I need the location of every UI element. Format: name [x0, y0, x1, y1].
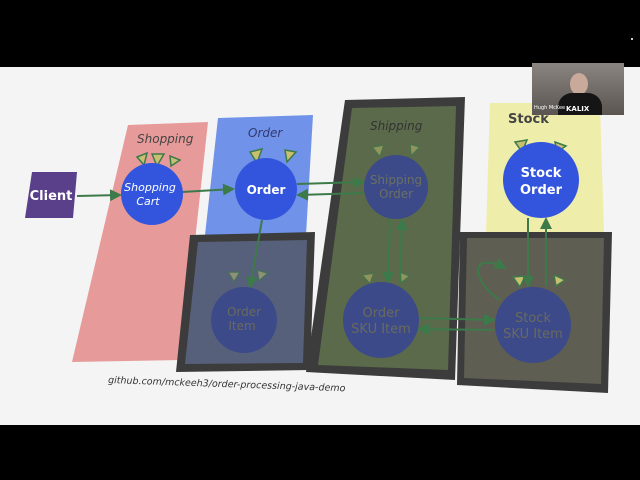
participant-video-thumbnail[interactable]: Hugh McKee KALIX [532, 63, 624, 115]
indicator-dot [631, 38, 633, 40]
order-label: Order [248, 126, 283, 140]
svg-text:Order: Order [247, 183, 286, 197]
client-node [25, 172, 77, 218]
architecture-diagram: Shopping Order Shipping Stock Client Sho… [25, 97, 612, 394]
svg-text:Shipping: Shipping [370, 173, 422, 187]
svg-text:Item: Item [228, 319, 255, 333]
entity-shopping-cart: Shopping Cart [121, 163, 183, 225]
entity-stock-order: Stock Order [503, 142, 579, 218]
svg-text:Stock: Stock [521, 166, 562, 181]
svg-text:Order: Order [227, 305, 261, 319]
svg-text:Cart: Cart [136, 195, 160, 208]
svg-text:Order: Order [363, 306, 401, 321]
svg-text:Shopping: Shopping [124, 181, 176, 194]
shirt-brand: KALIX [566, 105, 590, 113]
repo-caption: github.com/mckeeh3/order-processing-java… [108, 375, 346, 394]
participant-name: Hugh McKee [534, 105, 566, 111]
client-label: Client [30, 189, 73, 204]
svg-text:Order: Order [520, 183, 563, 198]
svg-text:SKU Item: SKU Item [503, 327, 563, 342]
entity-order-sku-item: Order SKU Item [343, 282, 419, 358]
svg-text:Stock: Stock [515, 311, 551, 326]
svg-text:SKU Item: SKU Item [351, 322, 411, 337]
shipping-label: Shipping [370, 119, 423, 133]
participant-body [558, 93, 602, 115]
presentation-slide: Shopping Order Shipping Stock Client Sho… [0, 67, 640, 425]
shopping-label: Shopping [137, 132, 194, 146]
entity-stock-sku-item: Stock SKU Item [495, 287, 571, 363]
flow-arrows [76, 176, 552, 336]
participant-head [570, 73, 588, 95]
entity-order-item: Order Item [211, 287, 277, 353]
entity-order: Order [235, 158, 297, 220]
svg-text:Order: Order [379, 187, 413, 201]
event-markers [135, 139, 568, 289]
stock-label: Stock [508, 112, 549, 127]
entity-shipping-order: Shipping Order [364, 155, 428, 219]
